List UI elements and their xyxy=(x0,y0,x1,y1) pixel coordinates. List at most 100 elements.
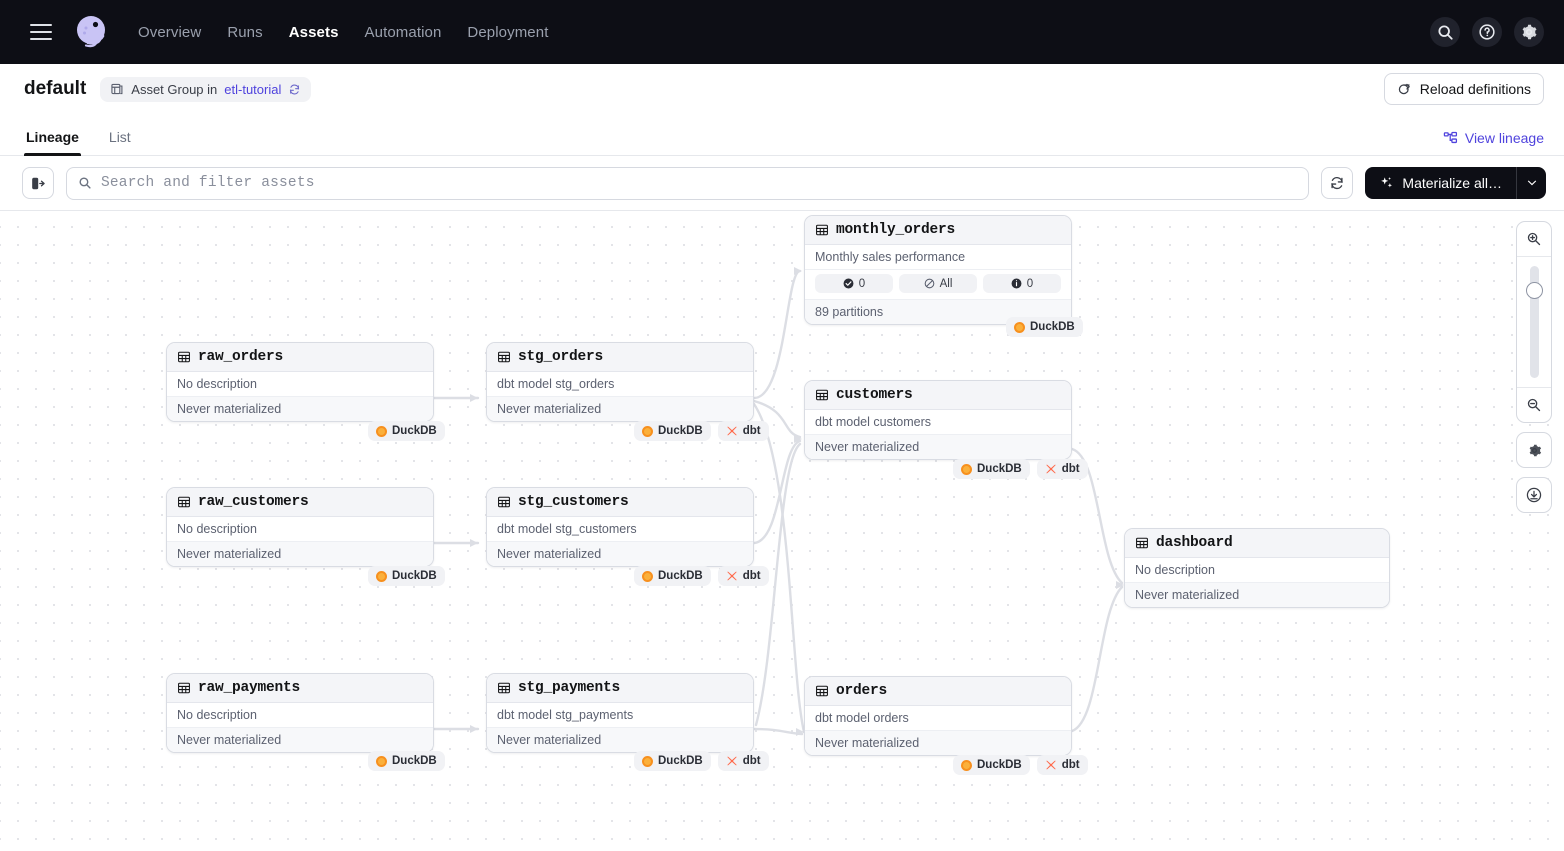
nav-links: Overview Runs Assets Automation Deployme… xyxy=(138,24,548,41)
search-icon xyxy=(79,177,91,189)
dagster-logo-icon[interactable] xyxy=(70,11,112,53)
node-status: Never materialized xyxy=(167,728,433,752)
table-icon xyxy=(498,682,510,694)
nav-link-automation[interactable]: Automation xyxy=(364,23,442,41)
nav-link-deployment[interactable]: Deployment xyxy=(467,23,549,41)
asset-node-customers[interactable]: customers dbt model customers Never mate… xyxy=(804,380,1072,460)
refresh-icon[interactable] xyxy=(288,83,301,96)
node-description: dbt model orders xyxy=(805,706,1071,731)
lineage-canvas[interactable]: monthly_orders Monthly sales performance… xyxy=(0,211,1564,851)
node-description: Monthly sales performance xyxy=(805,245,1071,270)
node-tags-stg-customers: DuckDB dbt xyxy=(634,566,769,586)
asset-node-raw-customers[interactable]: raw_customers No description Never mater… xyxy=(166,487,434,567)
asset-node-raw-payments[interactable]: raw_payments No description Never materi… xyxy=(166,673,434,753)
tab-lineage[interactable]: Lineage xyxy=(24,129,81,156)
page-header: default Asset Group in etl-tutorial Relo… xyxy=(0,64,1564,114)
partition-chip-success[interactable]: 0 xyxy=(815,274,893,293)
search-icon[interactable] xyxy=(1430,17,1460,47)
tag-dbt[interactable]: dbt xyxy=(1036,459,1088,479)
tag-label: DuckDB xyxy=(392,570,437,582)
reload-icon xyxy=(1398,83,1410,94)
edge-arrow xyxy=(796,728,804,736)
tag-dbt[interactable]: dbt xyxy=(717,751,769,771)
zoom-in-icon xyxy=(1527,232,1541,246)
duckdb-icon xyxy=(961,463,972,475)
tag-duckdb[interactable]: DuckDB xyxy=(368,751,445,771)
tag-duckdb[interactable]: DuckDB xyxy=(634,566,711,586)
help-icon[interactable] xyxy=(1472,17,1502,47)
asset-node-stg-orders[interactable]: stg_orders dbt model stg_orders Never ma… xyxy=(486,342,754,422)
node-header: dashboard xyxy=(1125,529,1389,558)
partition-chip-label: 0 xyxy=(1026,277,1034,290)
partition-chip-label: All xyxy=(939,277,953,290)
tag-dbt[interactable]: dbt xyxy=(1036,755,1088,775)
nav-link-runs[interactable]: Runs xyxy=(227,23,263,41)
node-title: stg_orders xyxy=(518,349,604,365)
asset-node-monthly-orders[interactable]: monthly_orders Monthly sales performance… xyxy=(804,215,1072,325)
graph-settings-button[interactable] xyxy=(1516,432,1552,468)
expand-sidebar-icon[interactable] xyxy=(22,167,54,199)
zoom-slider[interactable] xyxy=(1517,256,1551,388)
edge-arrow xyxy=(470,725,478,733)
search-box[interactable] xyxy=(66,166,1310,200)
asset-node-stg-payments[interactable]: stg_payments dbt model stg_payments Neve… xyxy=(486,673,754,753)
tag-label: DuckDB xyxy=(658,425,703,437)
node-tags-orders: DuckDB dbt xyxy=(953,755,1088,775)
tag-label: DuckDB xyxy=(658,570,703,582)
zoom-in-button[interactable] xyxy=(1517,222,1551,256)
page-title: default xyxy=(24,78,87,99)
node-header: raw_orders xyxy=(167,343,433,372)
chevron-down-icon xyxy=(1527,180,1536,185)
node-status: Never materialized xyxy=(1125,583,1389,607)
asset-group-badge[interactable]: Asset Group in etl-tutorial xyxy=(100,76,312,102)
tag-duckdb[interactable]: DuckDB xyxy=(368,421,445,441)
partition-chip-info[interactable]: 0 xyxy=(983,274,1061,293)
reload-definitions-button[interactable]: Reload definitions xyxy=(1383,73,1544,105)
node-description: No description xyxy=(167,703,433,728)
nav-link-assets[interactable]: Assets xyxy=(288,23,339,41)
asset-node-stg-customers[interactable]: stg_customers dbt model stg_customers Ne… xyxy=(486,487,754,567)
tag-duckdb[interactable]: DuckDB xyxy=(634,421,711,441)
node-header: monthly_orders xyxy=(805,216,1071,245)
dbt-icon xyxy=(727,756,737,766)
node-header: raw_payments xyxy=(167,674,433,703)
node-tags-customers: DuckDB dbt xyxy=(953,459,1088,479)
asset-node-raw-orders[interactable]: raw_orders No description Never material… xyxy=(166,342,434,422)
asset-node-dashboard[interactable]: dashboard No description Never materiali… xyxy=(1124,528,1390,608)
tag-duckdb[interactable]: DuckDB xyxy=(368,566,445,586)
tag-label: dbt xyxy=(742,755,761,767)
materialize-all-button[interactable]: Materialize all… xyxy=(1365,167,1516,199)
tag-dbt[interactable]: dbt xyxy=(717,421,769,441)
table-icon xyxy=(816,685,828,697)
asset-node-orders[interactable]: orders dbt model orders Never materializ… xyxy=(804,676,1072,756)
edge-arrow xyxy=(794,267,802,275)
zoom-slider-knob[interactable] xyxy=(1525,282,1543,299)
tag-duckdb[interactable]: DuckDB xyxy=(953,755,1030,775)
nav-link-overview[interactable]: Overview xyxy=(138,23,202,41)
check-circle-icon xyxy=(843,278,854,289)
search-input[interactable] xyxy=(101,175,1298,191)
asset-group-link[interactable]: etl-tutorial xyxy=(224,81,282,97)
tag-duckdb[interactable]: DuckDB xyxy=(953,459,1030,479)
view-lineage-link[interactable]: View lineage xyxy=(1443,130,1544,146)
assets-toolbar: Materialize all… xyxy=(0,156,1564,211)
tag-duckdb[interactable]: DuckDB xyxy=(1006,317,1083,337)
edge-arrow xyxy=(470,394,478,402)
tag-duckdb[interactable]: DuckDB xyxy=(634,751,711,771)
refresh-assets-button[interactable] xyxy=(1321,167,1354,199)
node-title: stg_customers xyxy=(518,494,629,510)
tab-list[interactable]: List xyxy=(108,129,131,145)
lineage-icon xyxy=(1443,131,1457,143)
dbt-icon xyxy=(727,571,737,581)
materialize-options-caret[interactable] xyxy=(1516,167,1546,199)
gear-icon xyxy=(1529,444,1541,456)
zoom-out-button[interactable] xyxy=(1517,388,1551,422)
node-title: dashboard xyxy=(1156,535,1233,551)
hamburger-menu-icon[interactable] xyxy=(30,24,52,40)
settings-icon[interactable] xyxy=(1514,17,1544,47)
tag-label: DuckDB xyxy=(977,463,1022,475)
download-graph-button[interactable] xyxy=(1516,477,1552,513)
partition-chip-missing[interactable]: All xyxy=(899,274,977,293)
tabs-row: Lineage List View lineage xyxy=(0,114,1564,156)
tag-dbt[interactable]: dbt xyxy=(717,566,769,586)
